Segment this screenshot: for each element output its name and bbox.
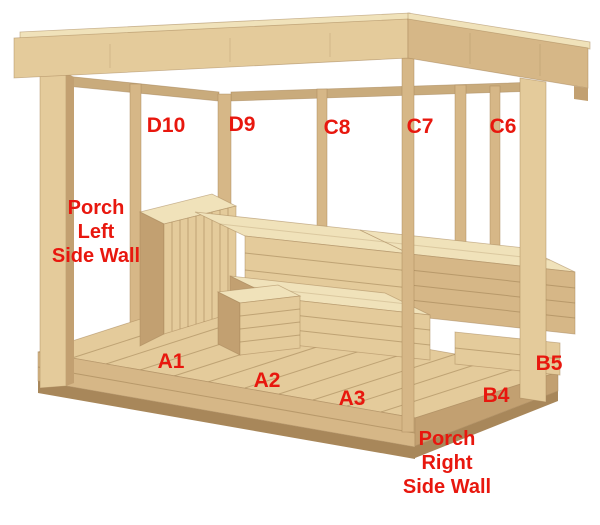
label-c6: C6 [489,115,517,138]
label-line: Side Wall [51,245,141,267]
label-line: Left [77,221,115,243]
label-a2: A2 [253,369,281,392]
label-line: Porch [67,197,125,219]
top-beam-left-grain [109,33,331,68]
label-a1: A1 [157,350,185,373]
top-frame [13,12,591,101]
top-beam-right-grain [469,33,541,76]
corner-post-left-edge [66,73,74,386]
corner-post-right [519,77,547,403]
label-porch-right-side-wall: Porch Right Side Wall [403,427,491,499]
label-a3: A3 [338,387,366,410]
label-line: Side Wall [402,476,492,498]
left-bench-side [139,211,165,347]
label-porch-left-side-wall: Porch Left Side Wall [52,196,140,268]
step-stool-slats [239,308,301,343]
label-b4: B4 [482,384,510,407]
right-bench-slats [409,269,576,319]
deck-right-lip [415,391,558,458]
label-line: Right [421,452,473,474]
step-stool-side [217,291,241,356]
beam-end-cap [574,86,588,101]
label-line: Porch [418,428,476,450]
post-c7 [454,84,467,251]
label-d10: D10 [146,114,186,137]
label-c8: C8 [323,116,351,139]
back-wall-frame [45,73,541,332]
label-d9: D9 [228,113,256,136]
corner-posts [39,57,547,433]
label-b5: B5 [535,352,563,375]
post-c6 [489,85,501,253]
deck-front-lip [38,381,415,459]
label-c7: C7 [406,115,434,138]
beam-top-edge-right [407,12,591,50]
